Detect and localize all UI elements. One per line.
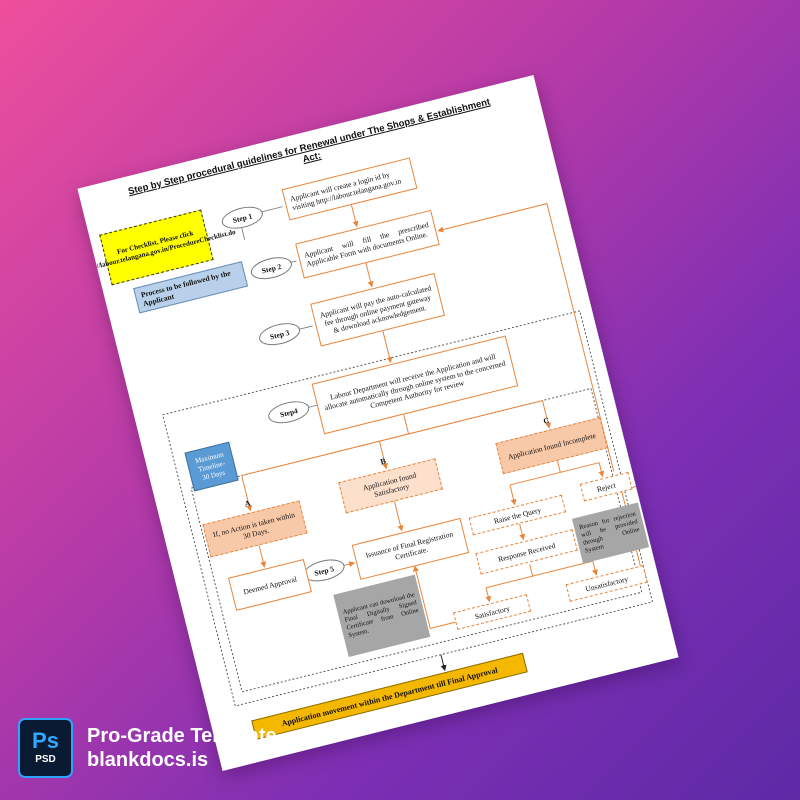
psd-label: PSD: [35, 754, 56, 765]
branding: Ps PSD Pro-Grade Template blankdocs.is: [18, 718, 277, 778]
brand-line2: blankdocs.is: [87, 749, 209, 771]
brand-line1: Pro-Grade Template: [87, 725, 277, 747]
brand-text: Pro-Grade Template blankdocs.is: [87, 724, 277, 772]
document-page: Step by Step procedural guidelines for R…: [77, 75, 679, 771]
ps-logo-text: Ps: [32, 728, 59, 753]
photoshop-icon: Ps PSD: [18, 718, 73, 778]
